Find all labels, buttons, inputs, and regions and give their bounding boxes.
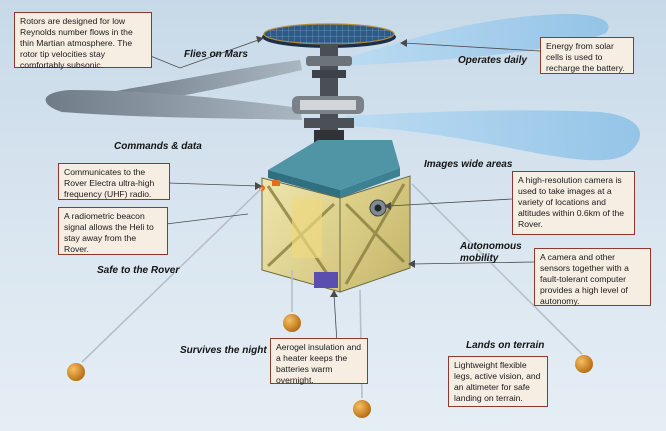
heading-survives-night: Survives the night [180,345,267,356]
fuselage [259,175,411,293]
top-deck [268,140,400,198]
callout-camera: A high-resolution camera is used to take… [512,171,635,235]
solar-panel [262,23,396,48]
heading-safe-to-rover: Safe to the Rover [97,265,180,276]
callout-aerogel: Aerogel insulation and a heater keeps th… [270,338,368,385]
rotor-mast [292,44,364,144]
heading-commands-data: Commands & data [114,141,202,152]
heading-autonomous-mobility: Autonomous mobility [460,241,522,264]
heading-lands-on-terrain: Lands on terrain [466,340,545,351]
callout-solar: Energy from solar cells is used to recha… [540,37,634,74]
heading-images-wide-areas: Images wide areas [424,159,513,170]
callout-rotors: Rotors are designed for low Reynolds num… [14,12,152,70]
heading-flies-on-mars: Flies on Mars [184,49,248,60]
lower-rotor-blades [45,90,640,161]
landing-feet [67,314,593,418]
heading-operates-daily: Operates daily [458,55,527,66]
callout-autonomy: A camera and other sensors together with… [534,248,651,306]
callout-uhf: Communicates to the Rover Electra ultra-… [58,163,170,200]
callout-beacon: A radiometric beacon signal allows the H… [58,207,168,255]
callout-legs: Lightweight flexible legs, active vision… [448,356,548,407]
